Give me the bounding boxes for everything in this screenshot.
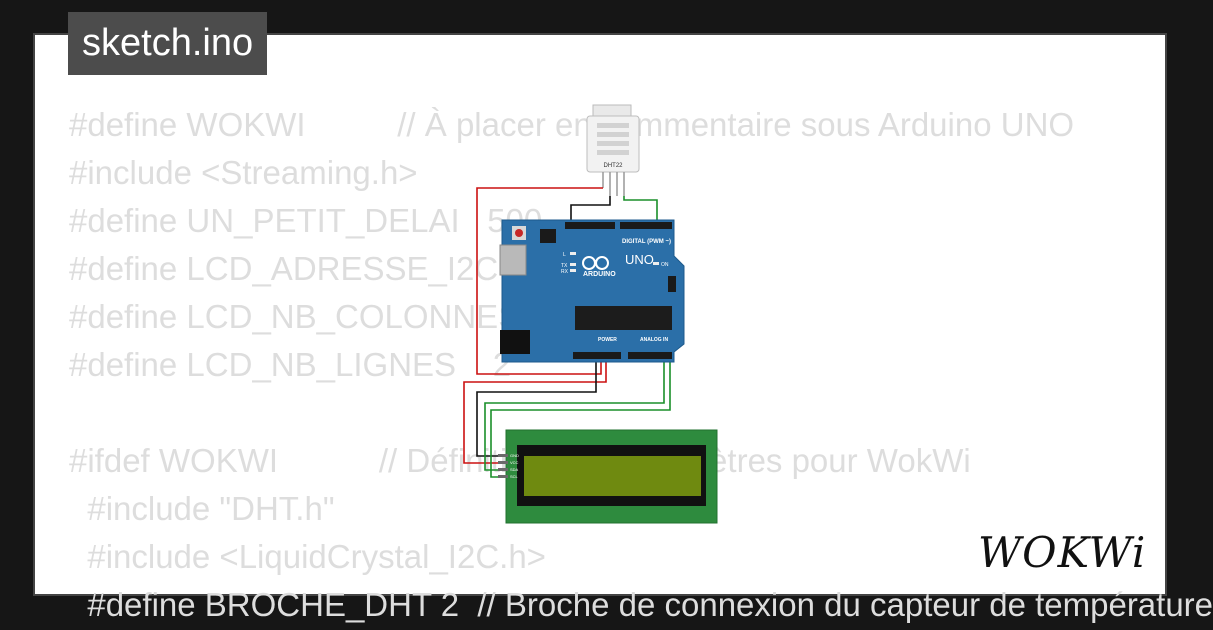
- wire-red-lcd-vcc: [463, 354, 607, 464]
- wire-red-vcc: [476, 187, 603, 375]
- led-tx-label: TX: [561, 263, 568, 269]
- code-line: #include <Streaming.h>: [69, 154, 418, 191]
- led-rx-label: RX: [561, 269, 569, 275]
- dht22-sensor[interactable]: DHT22: [586, 104, 640, 196]
- lcd-screen: [524, 456, 701, 496]
- lcd-pin-gnd: GND: [510, 453, 519, 458]
- arduino-uno-board[interactable]: DIGITAL (PWM ~) UNO ARDUINO L TX RX ON P…: [499, 219, 685, 363]
- wire-black-lcd-gnd: [476, 354, 597, 457]
- wokwi-logo: WOKWi: [978, 528, 1146, 577]
- code-line: #include "DHT.h": [69, 490, 335, 527]
- wire-black-gnd: [570, 196, 611, 222]
- on-label: ON: [661, 262, 669, 268]
- board-brand: ARDUINO: [583, 271, 616, 278]
- digital-header-right: [620, 222, 672, 229]
- board-model: UNO: [625, 252, 654, 267]
- lcd-pin-sda: SDA: [510, 467, 519, 472]
- digital-header-left: [565, 222, 615, 229]
- lcd1602-display[interactable]: GND VCC SDA SCL: [498, 429, 718, 524]
- digital-label: DIGITAL (PWM ~): [622, 239, 671, 245]
- usb-port: [499, 244, 527, 276]
- wire-green-data: [623, 196, 658, 222]
- analog-label: ANALOG IN: [640, 337, 668, 343]
- code-line: #define LCD_NB_LIGNES 2: [69, 346, 512, 383]
- wire-green-scl: [490, 354, 671, 478]
- analog-header: [628, 352, 672, 359]
- code-line: #define LCD_ADRESSE_I2C 0x27: [69, 250, 589, 287]
- file-tab[interactable]: sketch.ino: [68, 12, 268, 75]
- code-line: #include <LiquidCrystal_I2C.h>: [69, 538, 546, 575]
- wire-green-sda: [484, 354, 665, 471]
- code-line: #define UN_PETIT_DELAI 500: [69, 202, 543, 239]
- code-preview: #define WOKWI // À placer en commentaire…: [69, 101, 1213, 629]
- code-line: #define WOKWI // À placer en commentaire…: [69, 106, 1075, 143]
- power-jack: [500, 330, 530, 354]
- led-l-label: L: [563, 252, 566, 258]
- microcontroller-chip: [575, 306, 672, 330]
- wires: [463, 187, 671, 478]
- logo-text: WOKWi: [978, 528, 1146, 577]
- lcd-pin-scl: SCL: [510, 474, 519, 479]
- code-line: #define BROCHE_DHT 2 // Broche de connex…: [69, 586, 1213, 623]
- sensor-label: DHT22: [603, 163, 623, 169]
- power-label: POWER: [598, 337, 617, 343]
- lcd-pin-vcc: VCC: [510, 460, 519, 465]
- code-line: #define LCD_NB_COLONNES 16: [69, 298, 576, 335]
- power-header: [573, 352, 621, 359]
